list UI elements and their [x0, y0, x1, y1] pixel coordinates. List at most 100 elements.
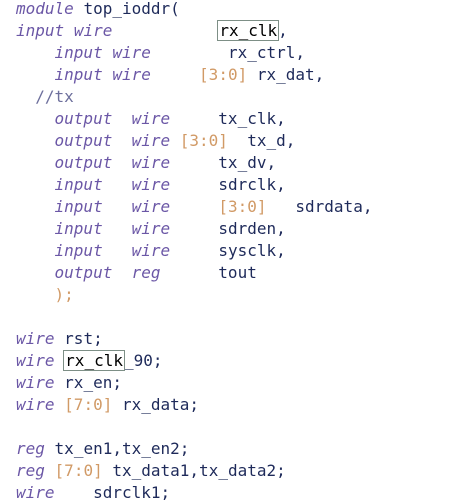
code-token: ,	[276, 175, 286, 194]
keyword-token: wire	[131, 109, 171, 128]
keyword-token: input	[54, 197, 103, 216]
keyword-token: input	[54, 219, 103, 238]
range-token: [7:0]	[54, 461, 103, 480]
code-line[interactable]: input wire rx_clk,	[16, 20, 288, 42]
code-line[interactable]: );	[16, 284, 74, 306]
range-token: );	[54, 285, 74, 304]
highlighted-identifier: rx_clk	[217, 20, 280, 41]
code-token: ,	[276, 241, 286, 260]
keyword-token: input	[54, 241, 103, 260]
code-line[interactable]: wire rst;	[16, 328, 103, 350]
code-token: (	[170, 0, 180, 18]
keyword-token: reg	[131, 263, 161, 282]
code-token	[74, 0, 84, 18]
code-token	[112, 131, 131, 150]
code-token: sdrclk1;	[93, 483, 171, 502]
comment-token: //tx	[35, 87, 74, 106]
code-line[interactable]: output reg tout	[16, 262, 257, 284]
code-token: ,	[314, 65, 325, 84]
keyword-token: reg	[16, 439, 45, 458]
code-line[interactable]: //tx	[16, 86, 74, 108]
code-line[interactable]: reg tx_en1,tx_en2;	[16, 438, 189, 460]
code-line[interactable]: input wire sdrclk,	[16, 174, 286, 196]
keyword-token: wire	[131, 175, 171, 194]
code-token: rx_en;	[64, 373, 122, 392]
code-token	[170, 219, 218, 238]
keyword-token: wire	[16, 351, 55, 370]
code-line[interactable]: wire sdrclk1;	[16, 482, 170, 503]
code-token	[103, 197, 132, 216]
code-line[interactable]: reg [7:0] tx_data1,tx_data2;	[16, 460, 286, 482]
code-token	[55, 329, 65, 348]
code-token	[103, 175, 132, 194]
code-token	[228, 131, 247, 150]
range-token: [7:0]	[64, 395, 113, 414]
code-token	[16, 219, 55, 238]
keyword-token: output	[54, 263, 113, 282]
code-token	[103, 43, 113, 62]
code-token	[247, 65, 257, 84]
code-token: ,	[266, 153, 277, 172]
code-token: rx_data;	[121, 395, 200, 414]
code-line[interactable]: output wire tx_clk,	[16, 108, 286, 130]
code-token	[103, 461, 113, 480]
keyword-token: output	[54, 153, 113, 172]
code-token	[266, 197, 295, 216]
code-token: sdrden	[218, 219, 277, 238]
code-token: ,	[278, 21, 288, 40]
code-line[interactable]: input wire rx_ctrl,	[16, 42, 305, 64]
keyword-token: wire	[112, 65, 151, 84]
keyword-token: wire	[16, 395, 55, 414]
code-token: rx_dat	[256, 65, 315, 84]
code-line[interactable]: input wire sysclk,	[16, 240, 286, 262]
code-token	[16, 87, 35, 106]
keyword-token: output	[54, 131, 113, 150]
code-token	[170, 153, 218, 172]
code-token	[16, 43, 55, 62]
code-token	[112, 21, 218, 40]
keyword-token: wire	[131, 153, 171, 172]
code-token: ,	[362, 197, 373, 216]
code-line[interactable]: input wire [3:0] sdrdata,	[16, 196, 373, 218]
code-token	[55, 483, 94, 502]
code-token: tx_dv	[218, 153, 267, 172]
code-line[interactable]: output wire [3:0] tx_d,	[16, 130, 296, 152]
code-token	[16, 109, 55, 128]
code-token	[161, 263, 219, 282]
code-line[interactable]: wire rx_en;	[16, 372, 122, 394]
code-token	[16, 65, 55, 84]
keyword-token: reg	[16, 461, 45, 480]
range-token: [3:0]	[179, 131, 228, 150]
keyword-token: wire	[16, 483, 55, 502]
code-token: ,	[285, 131, 296, 150]
range-token: [3:0]	[199, 65, 248, 84]
code-line[interactable]: module top_ioddr(	[16, 0, 180, 20]
code-token	[112, 153, 131, 172]
code-token	[16, 285, 55, 304]
code-line[interactable]: input wire [3:0] rx_dat,	[16, 64, 325, 86]
code-token	[55, 373, 65, 392]
code-token	[170, 109, 218, 128]
keyword-token: output	[54, 109, 113, 128]
keyword-token: module	[16, 0, 74, 18]
code-token	[170, 241, 218, 260]
code-token	[103, 65, 113, 84]
code-token	[103, 241, 132, 260]
keyword-token: wire	[73, 21, 113, 40]
code-token	[16, 263, 55, 282]
code-line[interactable]: wire rx_clk_90;	[16, 350, 163, 372]
code-token	[170, 131, 180, 150]
code-token	[16, 175, 55, 194]
code-token: tx_en1,tx_en2;	[54, 439, 190, 458]
code-line[interactable]: output wire tx_dv,	[16, 152, 277, 174]
code-line[interactable]: wire [7:0] rx_data;	[16, 394, 199, 416]
code-token: rst;	[64, 329, 103, 348]
code-token	[45, 439, 55, 458]
code-line[interactable]: input wire sdrden,	[16, 218, 286, 240]
code-token	[16, 131, 55, 150]
code-token	[103, 219, 132, 238]
keyword-token: wire	[16, 329, 55, 348]
code-token	[170, 197, 218, 216]
code-token: ,	[276, 109, 286, 128]
